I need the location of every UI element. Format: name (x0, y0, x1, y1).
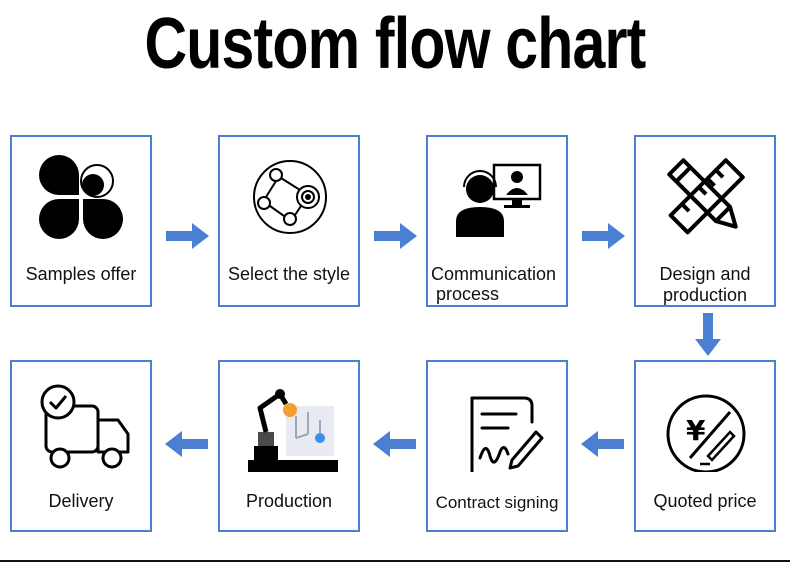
step-label: Design and (659, 264, 751, 284)
step-label: production (662, 285, 748, 305)
svg-text:¥: ¥ (686, 414, 706, 447)
step-label: Select the style (227, 264, 351, 284)
arrow-down-icon (695, 313, 721, 356)
step-select-the-style: Select the style (218, 135, 360, 307)
diagram-title: Custom flow chart (144, 4, 646, 84)
step-production: Production (218, 360, 360, 532)
step-design-and-production: Design and production (634, 135, 776, 307)
step-label: Samples offer (25, 264, 137, 284)
step-contract-signing: Contract signing (426, 360, 568, 532)
yen-price-icon: ¥ (666, 394, 746, 472)
contract-sign-icon (470, 396, 544, 472)
step-samples-offer: Samples offer (10, 135, 152, 307)
arrow-left-icon (373, 431, 416, 457)
step-delivery: Delivery (10, 360, 152, 532)
step-label: process (436, 284, 500, 304)
step-label: Production (245, 491, 333, 511)
arrow-right-icon (374, 223, 417, 249)
robot-arm-icon (248, 389, 338, 472)
pencil-ruler-icon (667, 158, 745, 235)
delivery-truck-icon (40, 384, 130, 469)
step-label: Contract signing (435, 493, 559, 512)
clover-icon (39, 155, 123, 239)
step-communication-process: Communication process (426, 135, 568, 307)
arrow-left-icon (165, 431, 208, 457)
arrow-right-icon (582, 223, 625, 249)
arrow-left-icon (581, 431, 624, 457)
step-label: Communication (431, 264, 557, 284)
video-call-icon (456, 163, 542, 237)
bottom-divider (0, 560, 790, 562)
step-label: Delivery (48, 491, 114, 511)
network-node-icon (253, 160, 327, 234)
arrow-right-icon (166, 223, 209, 249)
step-quoted-price: ¥ Quoted price (634, 360, 776, 532)
step-label: Quoted price (653, 491, 757, 511)
